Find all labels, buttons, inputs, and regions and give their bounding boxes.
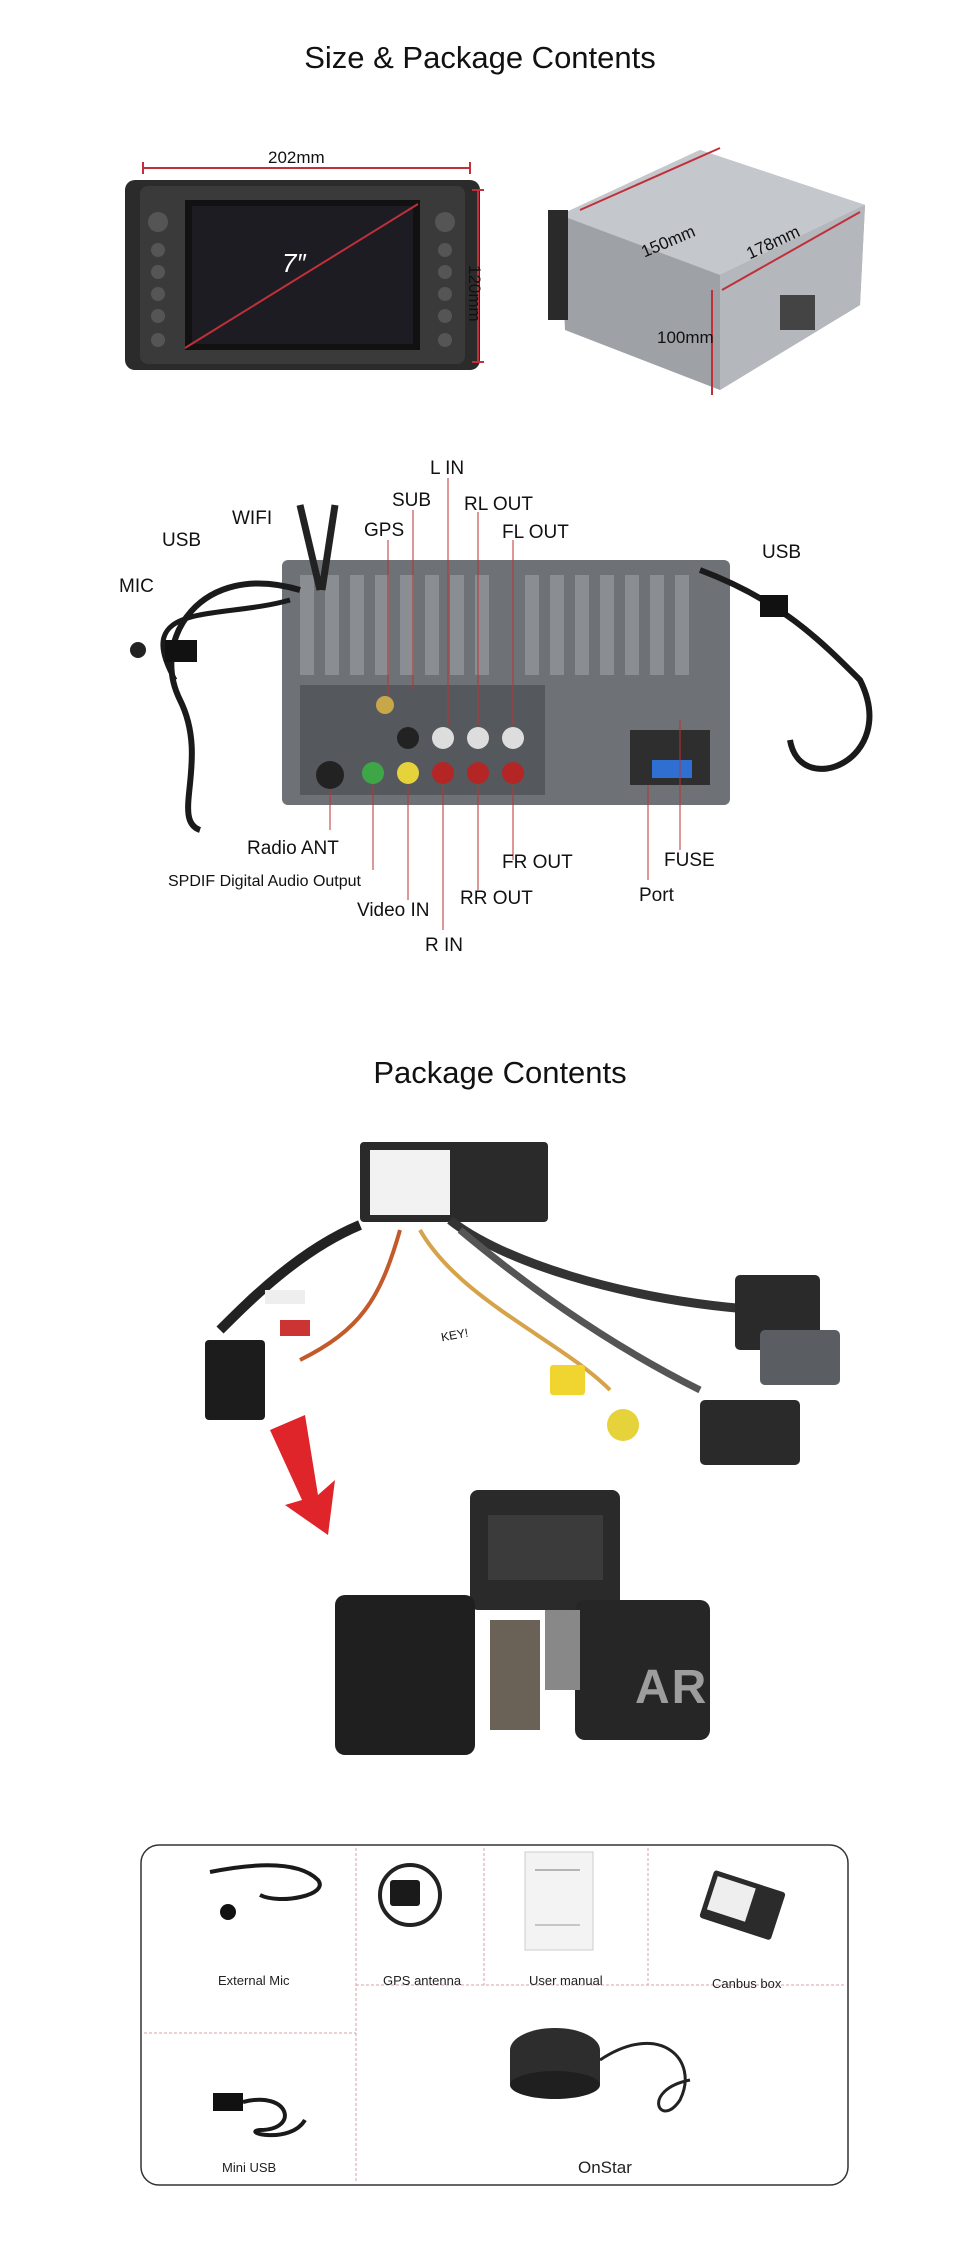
label-fuse: FUSE <box>664 850 715 871</box>
label-gps: GPS <box>364 520 405 541</box>
size-title: Size & Package Contents <box>304 40 656 75</box>
label-spdif: SPDIF Digital Audio Output <box>168 873 361 890</box>
microphone-icon <box>209 1863 322 1920</box>
dim-rear-h: 100mm <box>657 328 714 347</box>
package-item-onstar: OnStar <box>578 2158 632 2177</box>
label-radio-ant: Radio ANT <box>247 838 339 859</box>
harness-photo <box>205 1142 840 1465</box>
rear-panel <box>130 504 873 833</box>
label-r-in: R IN <box>425 935 463 956</box>
label-sub: SUB <box>392 490 432 511</box>
gps-antenna-icon <box>378 1863 442 1927</box>
label-usb-left: USB <box>162 530 202 551</box>
leader-lines <box>329 478 681 930</box>
label-wifi: WIFI <box>232 508 273 529</box>
dim-height: 120mm <box>465 265 484 322</box>
package-item-canbus-box: Canbus box <box>712 1976 782 1991</box>
dim-width: 202mm <box>268 148 325 167</box>
package-item-gps-antenna: GPS antenna <box>383 1973 462 1988</box>
dim-screen: 7″ <box>282 248 306 278</box>
label-fr-out: FR OUT <box>502 852 573 873</box>
arrow-down-icon <box>270 1415 335 1535</box>
connector-closeup <box>335 1490 710 1755</box>
package-item-mini-usb: Mini USB <box>222 2160 277 2175</box>
package-item-external-mic: External Mic <box>218 1973 290 1988</box>
speaker-icon <box>510 2028 691 2113</box>
package-item-user-manual: User manual <box>529 1973 603 1988</box>
side-unit <box>548 147 865 395</box>
canbus-icon <box>699 1870 786 1940</box>
package-grid <box>140 1844 849 2186</box>
label-port: Port <box>639 885 674 906</box>
watermark: ARKR <box>635 1661 782 1714</box>
usb-cable-icon <box>213 2093 307 2138</box>
label-rl-out: RL OUT <box>464 494 533 515</box>
front-unit <box>125 162 484 370</box>
label-video-in: Video IN <box>357 900 430 921</box>
label-mic: MIC <box>119 576 154 597</box>
package-title: Package Contents <box>373 1055 627 1090</box>
manual-icon <box>524 1851 594 1951</box>
label-l-in: L IN <box>430 458 465 479</box>
label-usb-right: USB <box>762 542 802 563</box>
label-fl-out: FL OUT <box>502 522 569 543</box>
label-rr-out: RR OUT <box>460 888 533 909</box>
